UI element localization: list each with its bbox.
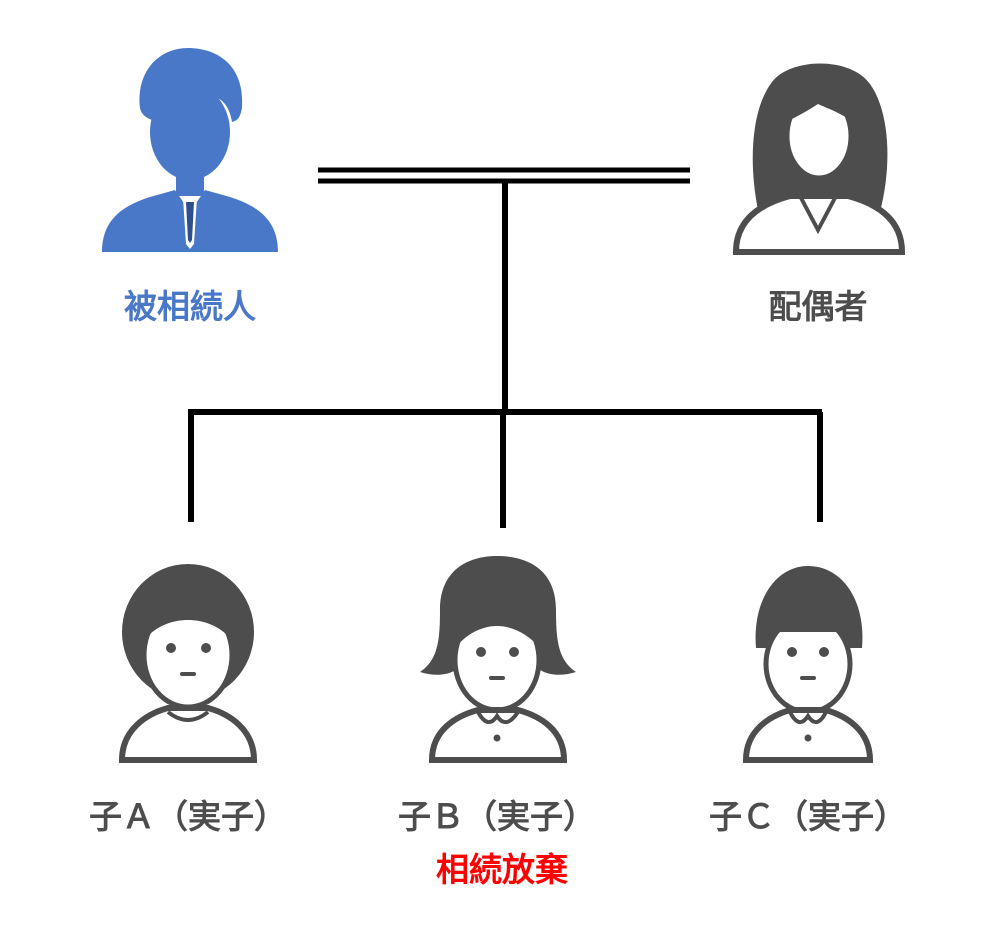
descent-lines bbox=[188, 181, 823, 528]
boy-icon bbox=[118, 564, 258, 763]
businessman-icon bbox=[102, 48, 278, 252]
child-icon bbox=[742, 566, 874, 763]
child-b-label: 子Ｂ（実子） bbox=[398, 797, 596, 836]
marriage-double-line bbox=[318, 167, 690, 184]
spouse-label: 配偶者 bbox=[768, 287, 868, 326]
girl-icon bbox=[420, 556, 576, 763]
woman-icon bbox=[732, 63, 906, 255]
child-a-label: 子Ａ（実子） bbox=[89, 797, 287, 836]
deceased-label: 被相続人 bbox=[124, 287, 256, 326]
child-c-label: 子Ｃ（実子） bbox=[709, 797, 907, 836]
inheritance-renunciation-note: 相続放棄 bbox=[436, 850, 568, 889]
